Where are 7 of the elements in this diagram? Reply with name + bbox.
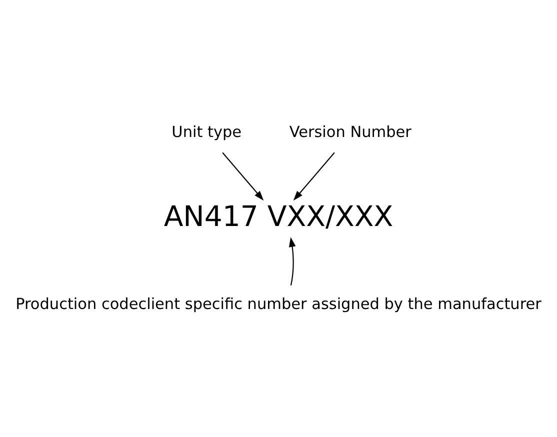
arrow <box>222 152 264 200</box>
arrow <box>288 236 296 285</box>
node-text: Version Number <box>289 122 412 140</box>
node-text: AN417 VXX/XXX <box>164 199 394 232</box>
arrow <box>293 152 335 200</box>
node-text: Production codeclient specific number assigned by the manufacturer <box>16 294 542 313</box>
node-text: Unit type <box>172 122 242 140</box>
